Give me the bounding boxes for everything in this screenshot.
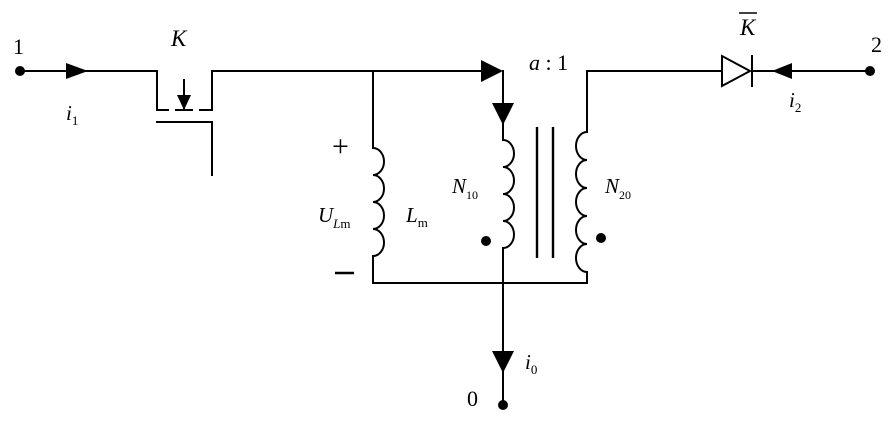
diode-label: K xyxy=(739,15,757,40)
inductor-name-label: Lm xyxy=(405,203,428,230)
primary-winding-coil xyxy=(502,139,515,249)
switch-k-label: K xyxy=(170,26,188,51)
secondary-winding-coil xyxy=(575,131,588,273)
switch-k xyxy=(156,70,213,176)
terminal-2-label: 2 xyxy=(871,32,882,57)
current-i2-label: i2 xyxy=(789,88,801,115)
terminal-0-label: 0 xyxy=(467,386,478,411)
terminal-1-label: 1 xyxy=(13,34,24,59)
primary-winding-label: N10 xyxy=(451,174,478,202)
turns-ratio-label: a : 1 xyxy=(529,50,568,75)
current-i1-label: i1 xyxy=(66,101,78,128)
current-i0-label: i0 xyxy=(525,350,537,377)
inductor-lm-coil xyxy=(372,147,385,257)
current-i0-arrow xyxy=(492,351,514,373)
current-i1-arrow xyxy=(66,63,88,79)
terminal-0-dot xyxy=(498,400,508,410)
current-i2-arrow xyxy=(772,63,792,79)
diode-k-bar xyxy=(721,54,753,88)
inductor-voltage-label: ULm xyxy=(318,203,351,231)
primary-dot xyxy=(481,236,491,246)
secondary-winding-label: N20 xyxy=(604,174,631,202)
inductor-plus-sign: + xyxy=(332,130,349,163)
secondary-dot xyxy=(596,233,606,243)
flow-arrow-down xyxy=(492,103,514,125)
flow-arrow-right xyxy=(481,60,503,82)
terminal-2-dot xyxy=(865,66,875,76)
